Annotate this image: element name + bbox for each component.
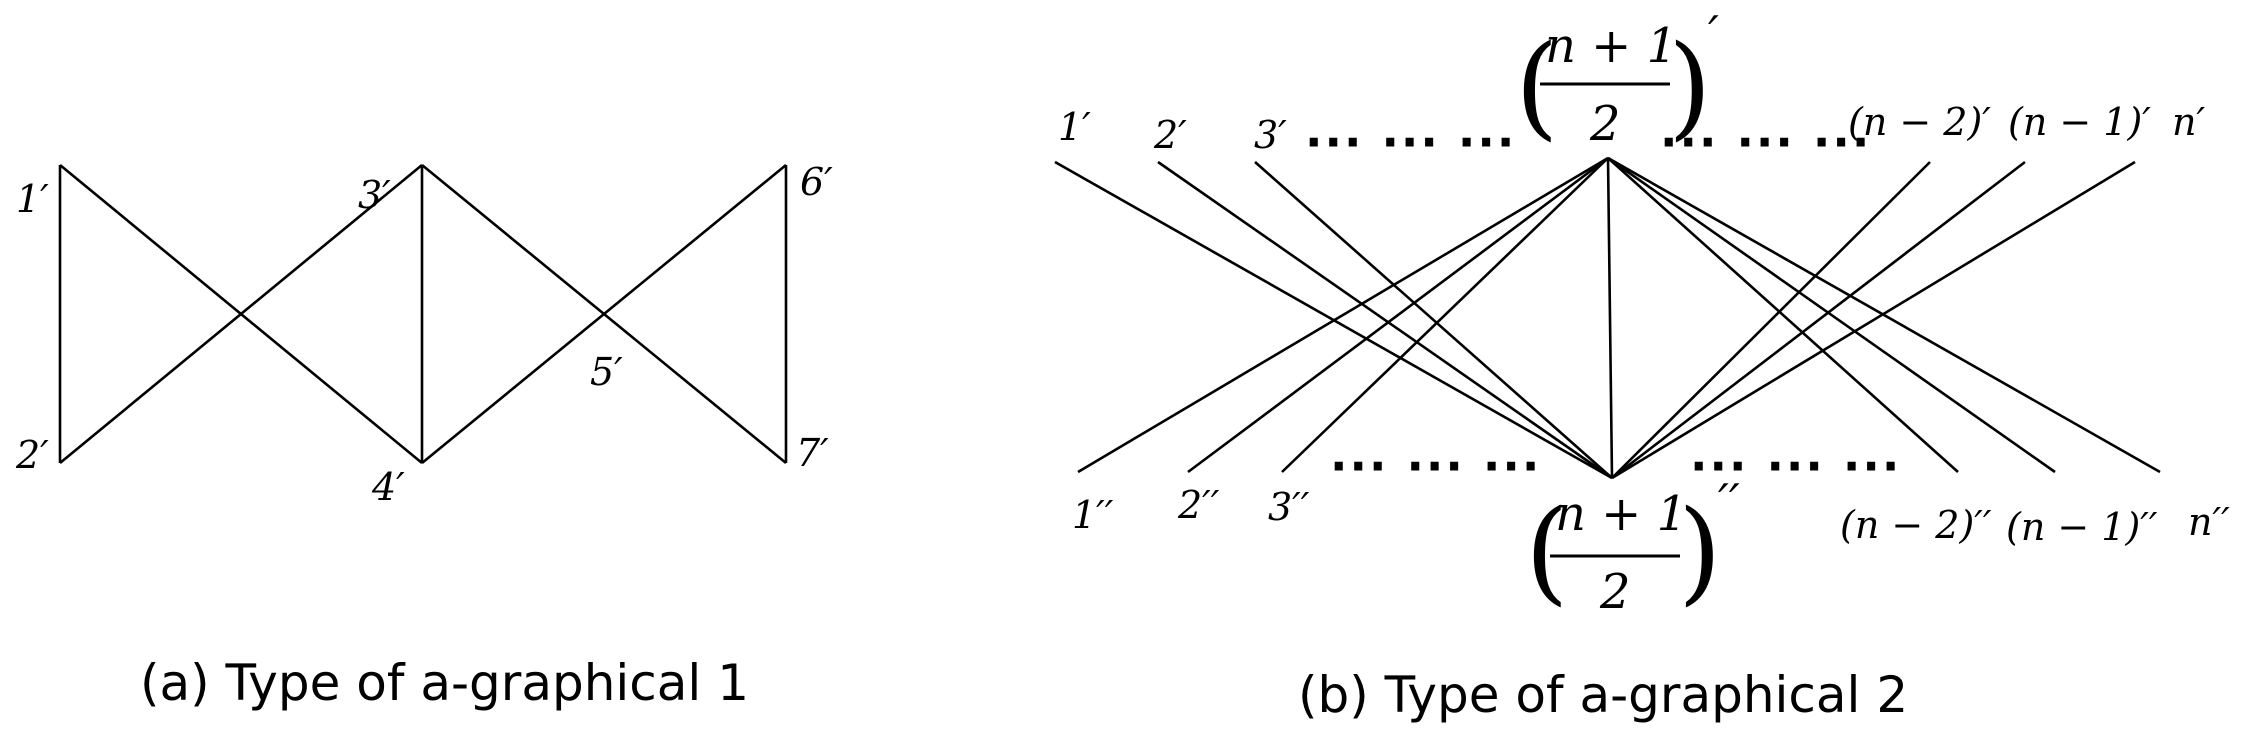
bottom-ellipsis-left: ··· ··· ··· — [1330, 439, 1541, 493]
bottom-label-2: 2′′ — [1177, 483, 1220, 527]
node-label-2: 2′ — [15, 433, 49, 477]
top-numerator: n + 1 — [1545, 18, 1677, 74]
bottom-center-label: ( n + 1 2 ) ′′ — [1525, 474, 1740, 620]
bottom-numerator: n + 1 — [1555, 486, 1687, 542]
diagram-a: 1′ 2′ 3′ 4′ 5′ 6′ 7′ (a) Type of a-graph… — [15, 160, 833, 712]
top-ellipsis-left: ··· ··· ··· — [1305, 115, 1516, 169]
bottom-prime: ′′ — [1718, 474, 1740, 530]
edge-tc-bn — [1607, 156, 2161, 474]
top-ellipsis-right: ··· ··· ··· — [1660, 115, 1871, 169]
edge-tn-bc — [1611, 160, 2136, 480]
node-label-7: 7′ — [796, 431, 829, 475]
caption-a: (a) Type of a-graphical 1 — [140, 654, 749, 712]
bottom-denominator: 2 — [1599, 564, 1631, 620]
bottom-label-n-2: (n − 2)′′ — [1840, 503, 1992, 547]
top-label-1: 1′ — [1058, 105, 1091, 149]
caption-b: (b) Type of a-graphical 2 — [1298, 666, 1908, 724]
edge-tn2-bc — [1611, 161, 1931, 479]
top-denominator: 2 — [1589, 96, 1621, 152]
diagram-b: 1′ 2′ 3′ (n − 2)′ (n − 1)′ n′ ··· ··· ··… — [1054, 6, 2230, 724]
top-label-n-2: (n − 2)′ — [1848, 100, 1991, 144]
top-prime: ′ — [1708, 6, 1719, 62]
node-label-1: 1′ — [16, 177, 49, 221]
top-left-paren: ( — [1515, 22, 1559, 152]
edge-tc-b2 — [1187, 156, 1609, 474]
bottom-label-1: 1′′ — [1072, 493, 1114, 537]
bottom-right-paren: ) — [1678, 487, 1722, 617]
edge-2-3 — [59, 163, 423, 465]
edge-tc-bn1 — [1607, 156, 2056, 474]
top-label-2: 2′ — [1153, 113, 1187, 157]
bottom-label-3: 3′′ — [1268, 485, 1310, 529]
bottom-left-paren: ( — [1525, 487, 1569, 617]
top-label-n: n′ — [2172, 100, 2205, 144]
edge-tc-bc — [1606, 157, 1614, 479]
edge-t2-bc — [1157, 160, 1613, 480]
edge-4-6 — [421, 163, 787, 465]
edge-tc-b1 — [1077, 156, 1609, 474]
node-label-5: 5′ — [590, 350, 623, 394]
top-right-paren: ) — [1668, 22, 1712, 152]
edge-tc-b3 — [1281, 157, 1609, 473]
node-label-6: 6′ — [800, 160, 833, 204]
node-label-3: 3′ — [358, 173, 391, 217]
bottom-ellipsis-right: ··· ··· ··· — [1690, 439, 1901, 493]
edge-t3-bc — [1254, 161, 1613, 479]
top-label-3: 3′ — [1254, 113, 1287, 157]
top-label-n-1: (n − 1)′ — [2008, 100, 2151, 144]
top-center-label: ( n + 1 2 ) ′ — [1515, 6, 1719, 152]
node-label-4: 4′ — [371, 465, 405, 509]
edge-tn1-bc — [1611, 160, 2026, 480]
edge-tc-bn2 — [1607, 157, 1959, 473]
bottom-label-n: n′′ — [2188, 500, 2230, 544]
bottom-label-n-1: (n − 1)′′ — [2006, 505, 2158, 549]
